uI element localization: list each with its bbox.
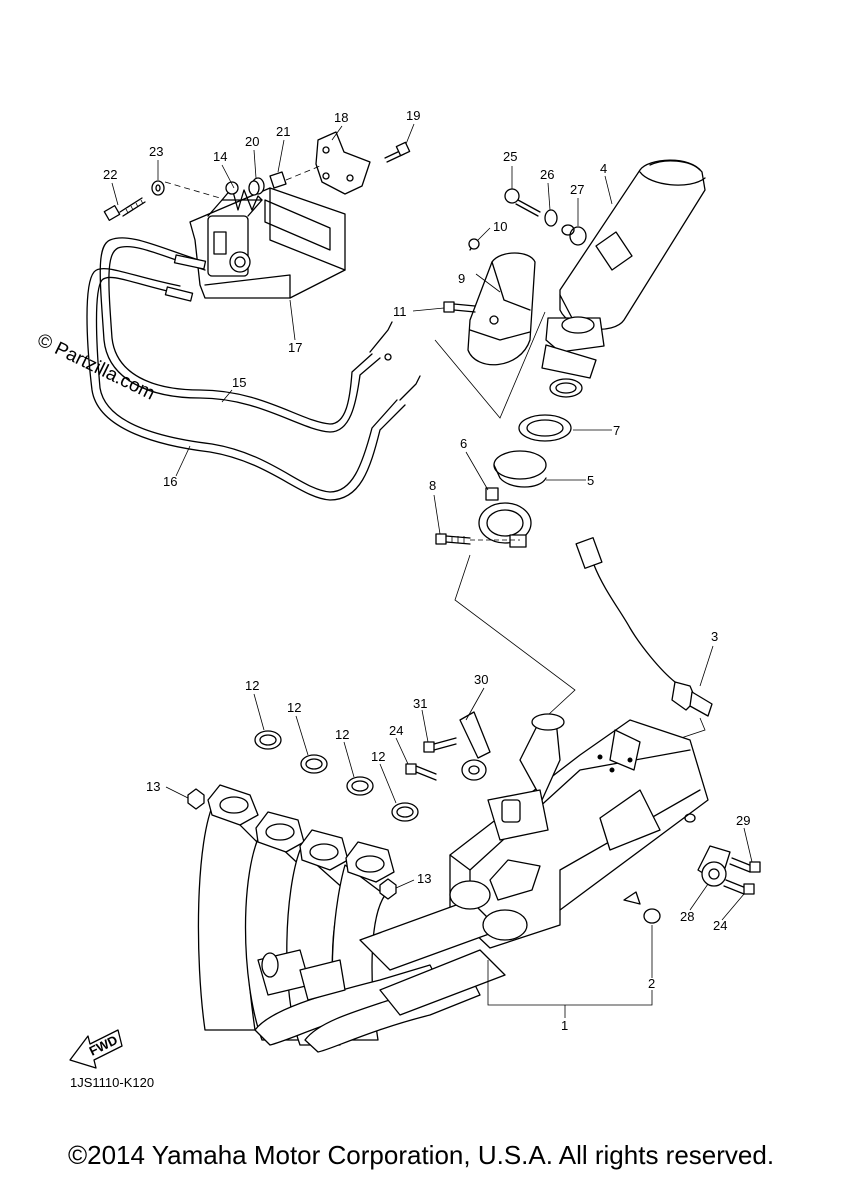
callout-28: 28 [680, 909, 694, 924]
callout-13-right: 13 [417, 871, 431, 886]
bolt-31 [423, 737, 457, 753]
nuts-13 [187, 788, 397, 900]
callout-21: 21 [276, 124, 290, 139]
o2-sensor-3 [575, 537, 713, 717]
bracket-18 [315, 131, 371, 195]
callout-25: 25 [503, 149, 517, 164]
callout-4: 4 [600, 161, 607, 176]
fwd-arrow-icon: FWD [69, 1029, 123, 1069]
washer-26 [544, 209, 558, 227]
collar-27 [561, 224, 587, 246]
bolt-19 [384, 141, 411, 163]
callout-26: 26 [540, 167, 554, 182]
bolt-29 [729, 857, 761, 873]
gasket-7 [518, 414, 572, 442]
callout-3: 3 [711, 629, 718, 644]
callout-8: 8 [429, 478, 436, 493]
callout-6: 6 [460, 436, 467, 451]
callout-5: 5 [587, 473, 594, 488]
callout-13-left: 13 [146, 779, 160, 794]
callout-10: 10 [493, 219, 507, 234]
callout-12-2: 12 [287, 700, 301, 715]
exhaust-box-assembly [449, 713, 709, 949]
callout-1: 1 [561, 1018, 568, 1033]
diagram-code: 1JS1110-K120 [70, 1075, 154, 1090]
copyright-notice: ©2014 Yamaha Motor Corporation, U.S.A. A… [67, 1140, 775, 1170]
callout-labels: 22 23 14 20 21 18 19 17 15 16 25 26 27 4… [103, 108, 750, 1033]
leader-lines [111, 123, 753, 1018]
callout-2: 2 [648, 976, 655, 991]
bolt-8 [435, 533, 471, 545]
callout-27: 27 [570, 182, 584, 197]
exup-cable-16 [86, 268, 421, 501]
bolt-25 [504, 188, 541, 217]
gaskets-12 [254, 730, 419, 822]
callout-12-3: 12 [335, 727, 349, 742]
bolt-22 [103, 197, 146, 221]
collar-21 [269, 171, 287, 189]
exhaust-header-pipes [197, 799, 528, 1053]
servo-motor-assembly [189, 181, 346, 299]
callout-11: 11 [393, 304, 407, 319]
callout-15: 15 [232, 375, 246, 390]
callout-31: 31 [413, 696, 427, 711]
bolt-11 [443, 301, 476, 313]
callout-9: 9 [458, 271, 465, 286]
exup-cable-15 [99, 237, 393, 433]
flanges [207, 784, 395, 883]
callout-24-upper: 24 [389, 723, 403, 738]
clamp-6 [478, 487, 532, 548]
muffler-protector-9 [467, 252, 536, 366]
gasket-5 [493, 450, 547, 488]
callout-12-1: 12 [245, 678, 259, 693]
callout-14: 14 [213, 149, 227, 164]
muffler-4 [541, 159, 706, 398]
bolt-24-lower [723, 879, 755, 895]
callout-18: 18 [334, 110, 348, 125]
damper-2 [623, 891, 661, 924]
callout-30: 30 [474, 672, 488, 687]
callout-20: 20 [245, 134, 259, 149]
callout-24-lower: 24 [713, 918, 727, 933]
callout-22: 22 [103, 167, 117, 182]
callout-17: 17 [288, 340, 302, 355]
callout-19: 19 [406, 108, 420, 123]
callout-7: 7 [613, 423, 620, 438]
grommet-20 [248, 177, 265, 196]
callout-12-4: 12 [371, 749, 385, 764]
damper-28 [697, 845, 731, 887]
bracket-30 [459, 711, 491, 781]
bolt-24-upper [405, 763, 437, 781]
callout-23: 23 [149, 144, 163, 159]
watermark: © Partzilla.com [34, 330, 158, 405]
callout-16: 16 [163, 474, 177, 489]
screw-10 [468, 238, 480, 250]
collar-23 [151, 180, 165, 196]
callout-29: 29 [736, 813, 750, 828]
